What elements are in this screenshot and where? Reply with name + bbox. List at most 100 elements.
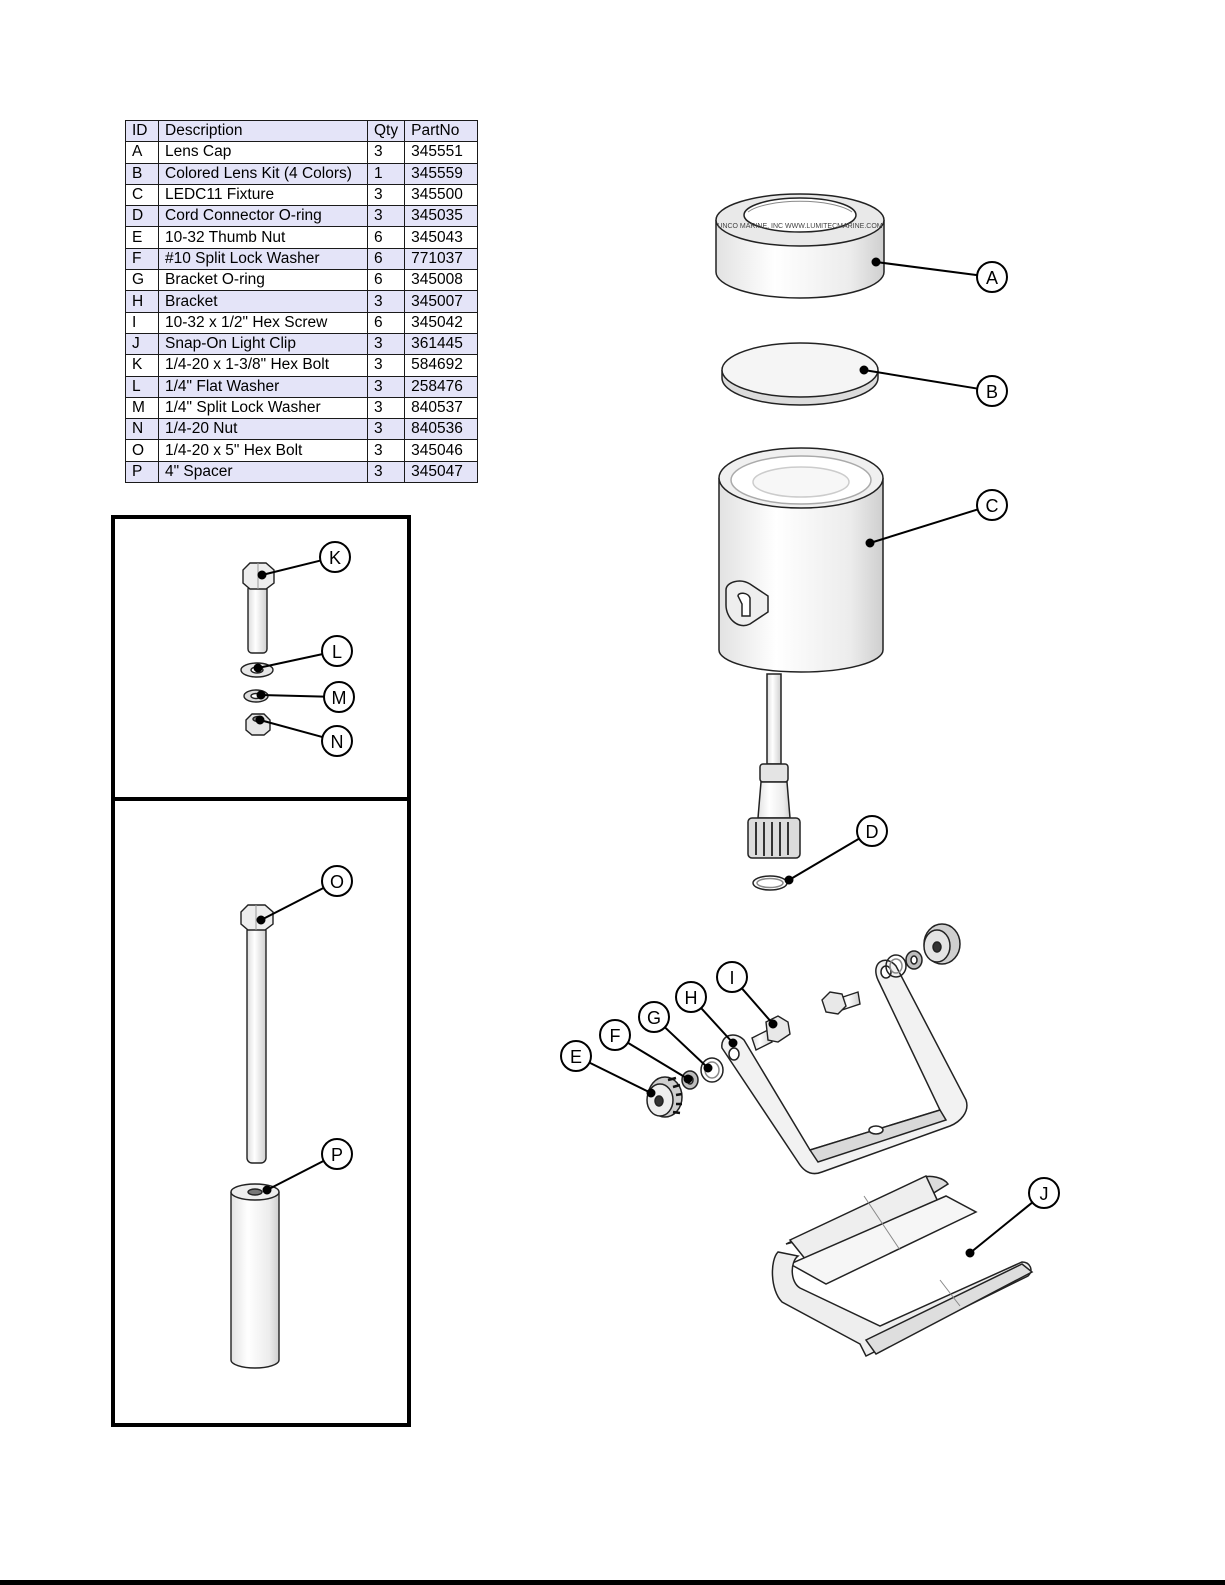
callout-c: C (865, 489, 1008, 548)
cell-description: Snap-On Light Clip (158, 332, 368, 356)
leader-dot (255, 715, 265, 725)
cell-qty: 3 (366, 396, 406, 420)
leader-dot (253, 663, 263, 673)
cell-id: M (125, 396, 159, 420)
cell-qty: 3 (366, 439, 406, 462)
callout-g: G (638, 1001, 713, 1073)
cell-qty: 3 (366, 418, 406, 441)
leader-line (257, 653, 323, 669)
callout-circle (675, 981, 707, 1013)
callout-m: M (256, 681, 355, 713)
callout-circle (321, 725, 353, 757)
callout-label: M (332, 688, 347, 708)
cell-qty: 3 (366, 205, 406, 228)
callout-label: E (570, 1047, 582, 1067)
callout-circle (323, 681, 355, 713)
cell-description: Lens Cap (158, 141, 368, 164)
callout-o: O (256, 865, 353, 925)
cell-qty: 3 (366, 332, 406, 356)
cell-qty: 3 (366, 183, 406, 207)
table-header-row: ID Description Qty PartNo (125, 119, 479, 143)
callout-l: L (253, 635, 353, 673)
callout-circle (319, 541, 351, 573)
colored-lens (721, 342, 879, 406)
header-id: ID (125, 119, 159, 143)
callout-circle (716, 961, 748, 993)
lens-cap-engraving: UNCO MARINE, INC WWW.LUMITECMARINE.COM (717, 223, 882, 230)
callout-label: B (986, 382, 998, 402)
callout-circle (560, 1040, 592, 1072)
leader-line (266, 1159, 325, 1191)
leader-dot (257, 570, 267, 580)
mounting-bracket (721, 959, 968, 1175)
callout-n: N (255, 715, 353, 757)
cell-qty: 6 (366, 269, 406, 292)
callout-label: O (330, 872, 344, 892)
leader-line (260, 886, 325, 921)
cell-partno: 345551 (404, 141, 479, 164)
callout-circle (599, 1019, 631, 1051)
inset-frame-long-bolt (111, 797, 411, 1427)
leader-line (261, 559, 321, 576)
callout-label: J (1040, 1184, 1049, 1204)
cell-partno: 345559 (404, 162, 479, 185)
leader-dot (768, 1019, 778, 1029)
cell-partno: 771037 (404, 247, 479, 271)
cell-id: L (125, 375, 159, 398)
leader-line (260, 694, 325, 698)
leader-line (875, 261, 978, 277)
cell-partno: 361445 (404, 332, 479, 356)
leader-line (969, 1201, 1033, 1254)
bracket-oring-right (885, 954, 907, 978)
callout-label: N (331, 732, 344, 752)
leader-dot (256, 690, 266, 700)
callout-label: A (986, 268, 998, 288)
callout-label: D (866, 822, 879, 842)
thumb-nut-right (923, 923, 961, 965)
cell-partno: 345500 (404, 183, 479, 207)
cell-id: G (125, 269, 159, 292)
callout-h: H (675, 981, 738, 1048)
leader-dot (256, 915, 266, 925)
cell-qty: 6 (366, 226, 406, 249)
callout-label: C (986, 496, 999, 516)
callout-label: K (329, 548, 341, 568)
hex-screw-right (821, 991, 861, 1015)
callout-label: P (331, 1145, 343, 1165)
cell-description: LEDC11 Fixture (158, 183, 368, 207)
leader-dot (871, 257, 881, 267)
callout-circle (976, 375, 1008, 407)
leader-line (741, 987, 774, 1025)
cell-id: N (125, 418, 159, 441)
cell-qty: 1 (366, 162, 406, 185)
cell-qty: 3 (366, 460, 406, 484)
callout-circle (976, 261, 1008, 293)
page-bottom-border (0, 1580, 1225, 1585)
cell-id: D (125, 205, 159, 228)
leader-line (664, 1026, 709, 1069)
callout-i: I (716, 961, 778, 1029)
inset-frame-small-hardware (111, 515, 411, 801)
callout-label: H (685, 988, 698, 1008)
callout-label: F (610, 1026, 621, 1046)
callout-label: L (332, 642, 342, 662)
leader-line (788, 837, 860, 881)
cell-description: 4" Spacer (158, 460, 368, 484)
leader-dot (262, 1185, 272, 1195)
callout-label: I (729, 968, 734, 988)
callout-a: A (871, 257, 1008, 293)
leader-dot (865, 538, 875, 548)
callout-e: E (560, 1040, 656, 1098)
cell-partno: 345047 (404, 460, 479, 484)
